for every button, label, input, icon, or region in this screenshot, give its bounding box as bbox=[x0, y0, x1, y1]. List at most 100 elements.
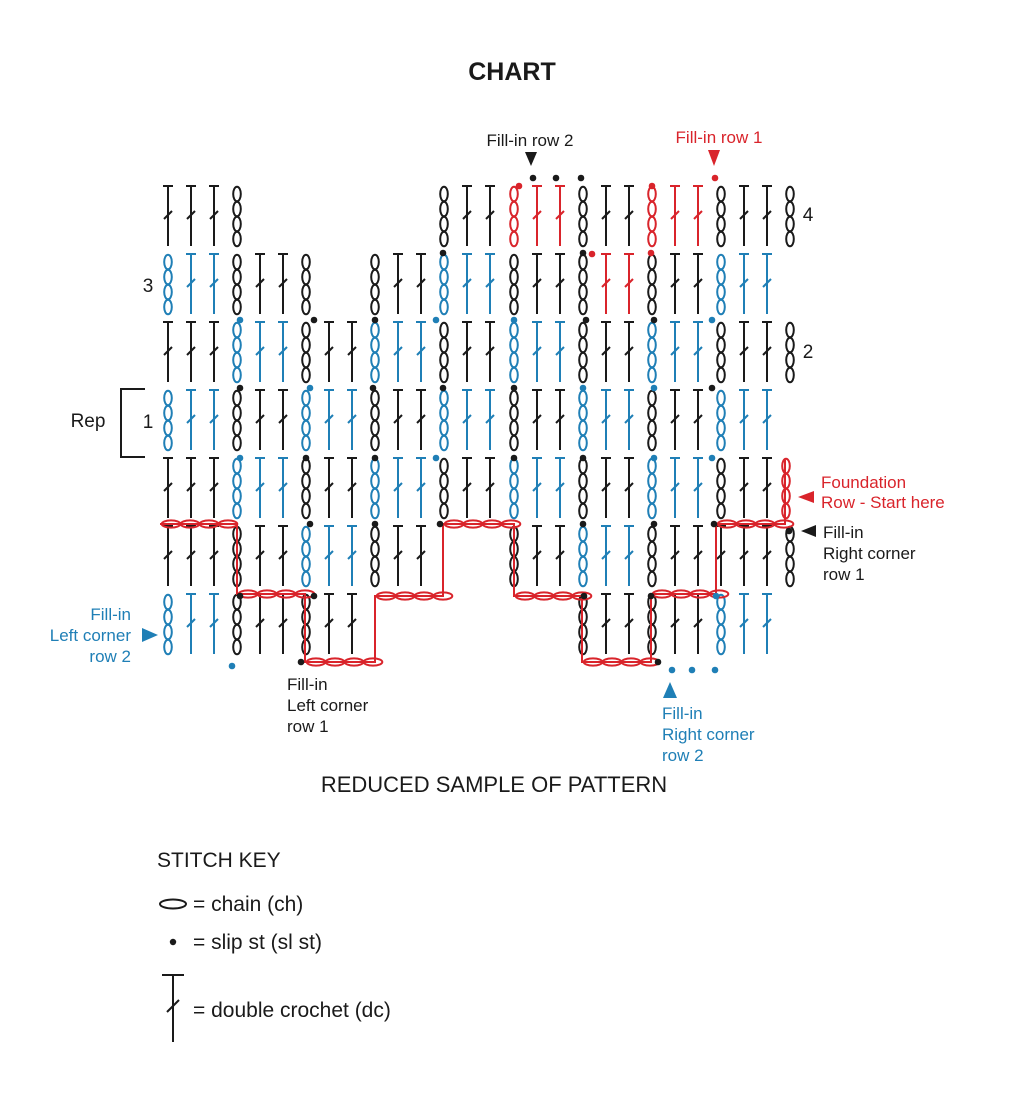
stitch-key-heading: STITCH KEY bbox=[157, 849, 281, 872]
chain-stitch bbox=[370, 321, 380, 384]
slip-stitch-dot bbox=[711, 174, 719, 182]
double-crochet-stitch bbox=[346, 389, 358, 451]
chain-stitch bbox=[509, 457, 519, 520]
double-crochet-stitch bbox=[669, 185, 681, 247]
slip-stitch-dots bbox=[228, 174, 793, 674]
foundation-label-line2: Row - Start here bbox=[821, 493, 945, 512]
double-crochet-stitch bbox=[531, 321, 543, 383]
double-crochet-stitch bbox=[669, 253, 681, 315]
chain-stitch bbox=[578, 185, 588, 248]
arrow-left-icon bbox=[798, 491, 814, 503]
double-crochet-stitch bbox=[254, 457, 266, 519]
double-crochet-stitch bbox=[162, 525, 174, 587]
double-crochet-stitch bbox=[254, 525, 266, 587]
double-crochet-stitch bbox=[669, 457, 681, 519]
key-double-crochet-label: = double crochet (dc) bbox=[193, 999, 391, 1022]
double-crochet-stitch bbox=[738, 253, 750, 315]
slip-stitch-dot bbox=[236, 316, 244, 324]
slip-stitch-dot bbox=[577, 174, 585, 182]
row-label-1: 1 bbox=[143, 412, 154, 433]
chain-stitch bbox=[578, 253, 588, 316]
double-crochet-stitch bbox=[346, 321, 358, 383]
double-crochet-stitch bbox=[323, 593, 335, 655]
chain-stitch bbox=[232, 321, 242, 384]
double-crochet-stitch bbox=[185, 389, 197, 451]
arrow-down-icon bbox=[708, 150, 720, 166]
slip-stitch-dot bbox=[369, 384, 377, 392]
slip-stitch-dot bbox=[650, 454, 658, 462]
slip-stitch-dot bbox=[650, 520, 658, 528]
double-crochet-stitch bbox=[692, 457, 704, 519]
double-crochet-stitch bbox=[715, 525, 727, 587]
double-crochet-stitch bbox=[692, 389, 704, 451]
double-crochet-stitch bbox=[392, 457, 404, 519]
double-crochet-stitch bbox=[346, 457, 358, 519]
slip-stitch-dot bbox=[647, 592, 655, 600]
double-crochet-stitch bbox=[669, 321, 681, 383]
slip-stitch-dot bbox=[236, 592, 244, 600]
double-crochet-stitch bbox=[692, 253, 704, 315]
chain-stitch bbox=[647, 525, 657, 588]
chain-stitch bbox=[439, 321, 449, 384]
double-crochet-stitch bbox=[692, 185, 704, 247]
chain-stitch bbox=[647, 457, 657, 520]
slip-stitch-dot bbox=[711, 666, 719, 674]
chain-stitch bbox=[509, 253, 519, 316]
double-crochet-stitch bbox=[761, 593, 773, 655]
double-crochet-stitch bbox=[623, 525, 635, 587]
chart-title: CHART bbox=[468, 58, 556, 86]
double-crochet-stitch bbox=[761, 457, 773, 519]
double-crochet-stitch bbox=[185, 185, 197, 247]
double-crochet-stitch bbox=[323, 457, 335, 519]
slip-stitch-dot bbox=[228, 662, 236, 670]
double-crochet-stitch bbox=[461, 253, 473, 315]
slip-stitch-dot bbox=[552, 174, 560, 182]
slip-stitch-dot bbox=[439, 384, 447, 392]
repeat-label: Rep bbox=[71, 411, 106, 432]
double-crochet-stitch bbox=[323, 389, 335, 451]
double-crochet-stitch bbox=[346, 525, 358, 587]
row-label-4: 4 bbox=[803, 205, 814, 226]
right-corner-row2-line2: Right corner bbox=[662, 725, 755, 744]
double-crochet-stitch bbox=[692, 525, 704, 587]
stitch-grid bbox=[162, 185, 795, 656]
double-crochet-stitch bbox=[461, 321, 473, 383]
slip-stitch-dot bbox=[648, 182, 656, 190]
double-crochet-stitch bbox=[623, 321, 635, 383]
slip-stitch-dot bbox=[579, 520, 587, 528]
double-crochet-stitch bbox=[600, 525, 612, 587]
double-crochet-stitch bbox=[531, 457, 543, 519]
chain-stitch bbox=[647, 321, 657, 384]
slip-stitch-dot bbox=[436, 520, 444, 528]
double-crochet-stitch bbox=[254, 253, 266, 315]
chain-stitch bbox=[578, 389, 588, 452]
double-crochet-stitch bbox=[600, 593, 612, 655]
double-crochet-stitch bbox=[738, 389, 750, 451]
slip-stitch-dot bbox=[306, 384, 314, 392]
double-crochet-stitch bbox=[277, 389, 289, 451]
slip-stitch-dot bbox=[529, 174, 537, 182]
double-crochet-stitch bbox=[323, 525, 335, 587]
double-crochet-stitch bbox=[162, 321, 174, 383]
chain-stitch bbox=[301, 321, 311, 384]
double-crochet-stitch bbox=[415, 525, 427, 587]
double-crochet-stitch bbox=[484, 389, 496, 451]
double-crochet-stitch bbox=[323, 321, 335, 383]
left-corner-row1-line2: Left corner bbox=[287, 696, 369, 715]
chart-subtitle: REDUCED SAMPLE OF PATTERN bbox=[321, 772, 667, 797]
left-corner-row2-line3: row 2 bbox=[89, 647, 131, 666]
left-corner-row2-line2: Left corner bbox=[50, 626, 132, 645]
double-crochet-stitch bbox=[738, 185, 750, 247]
slip-stitch-dot bbox=[236, 384, 244, 392]
double-crochet-stitch bbox=[392, 321, 404, 383]
row-label-2: 2 bbox=[803, 342, 814, 363]
slip-stitch-dot bbox=[432, 454, 440, 462]
double-crochet-stitch bbox=[761, 185, 773, 247]
double-crochet-stitch bbox=[254, 321, 266, 383]
chain-stitch bbox=[647, 253, 657, 316]
double-crochet-stitch bbox=[254, 389, 266, 451]
arrow-right-icon bbox=[142, 628, 158, 642]
double-crochet-stitch bbox=[392, 525, 404, 587]
double-crochet-stitch bbox=[761, 389, 773, 451]
